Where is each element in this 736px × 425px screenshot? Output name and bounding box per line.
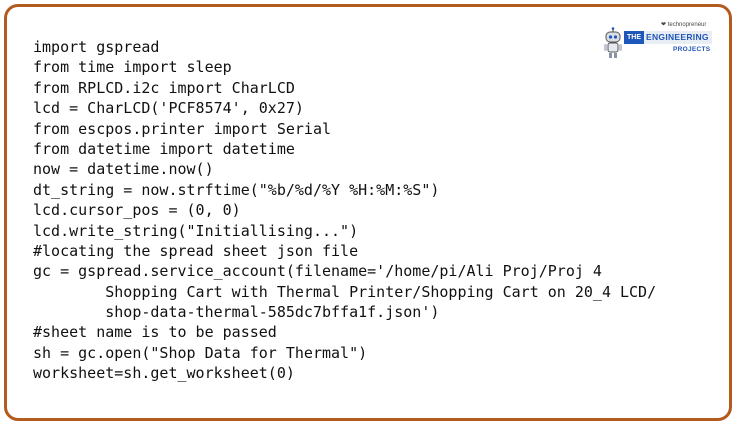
code-line: sh = gc.open("Shop Data for Thermal") [33, 343, 368, 362]
code-line: from RPLCD.i2c import CharLCD [33, 78, 295, 97]
code-line: from time import sleep [33, 58, 232, 77]
logo-engineering: ENGINEERING [646, 32, 709, 42]
code-line: lcd.cursor_pos = (0, 0) [33, 201, 241, 220]
robot-icon [604, 27, 622, 58]
code-line: shop-data-thermal-585dc7bffa1f.json') [33, 303, 440, 322]
code-line: Shopping Cart with Thermal Printer/Shopp… [33, 282, 657, 301]
code-line: worksheet=sh.get_worksheet(0) [33, 364, 295, 383]
code-line: from escpos.printer import Serial [33, 119, 332, 138]
code-line: #locating the spread sheet json file [33, 241, 359, 260]
code-line: dt_string = now.strftime("%b/%d/%Y %H:%M… [33, 180, 440, 199]
code-line: from datetime import datetime [33, 139, 295, 158]
code-line: import gspread [33, 38, 160, 56]
logo-the: THE [624, 31, 644, 44]
logo-tagline: ❤ technopreneur [661, 22, 707, 28]
logo-projects: PROJECTS [673, 46, 711, 53]
code-line: #sheet name is to be passed [33, 323, 277, 342]
code-line: lcd.write_string("Initiallising...") [33, 221, 359, 240]
logo-band: THE ENGINEERING [624, 31, 712, 44]
code-line: gc = gspread.service_account(filename='/… [33, 262, 602, 281]
code-line: now = datetime.now() [33, 160, 214, 179]
code-line: lcd = CharLCD('PCF8574', 0x27) [33, 99, 304, 118]
engineering-projects-logo: ❤ technopreneur THE ENGINEERING PROJECTS [603, 21, 715, 61]
